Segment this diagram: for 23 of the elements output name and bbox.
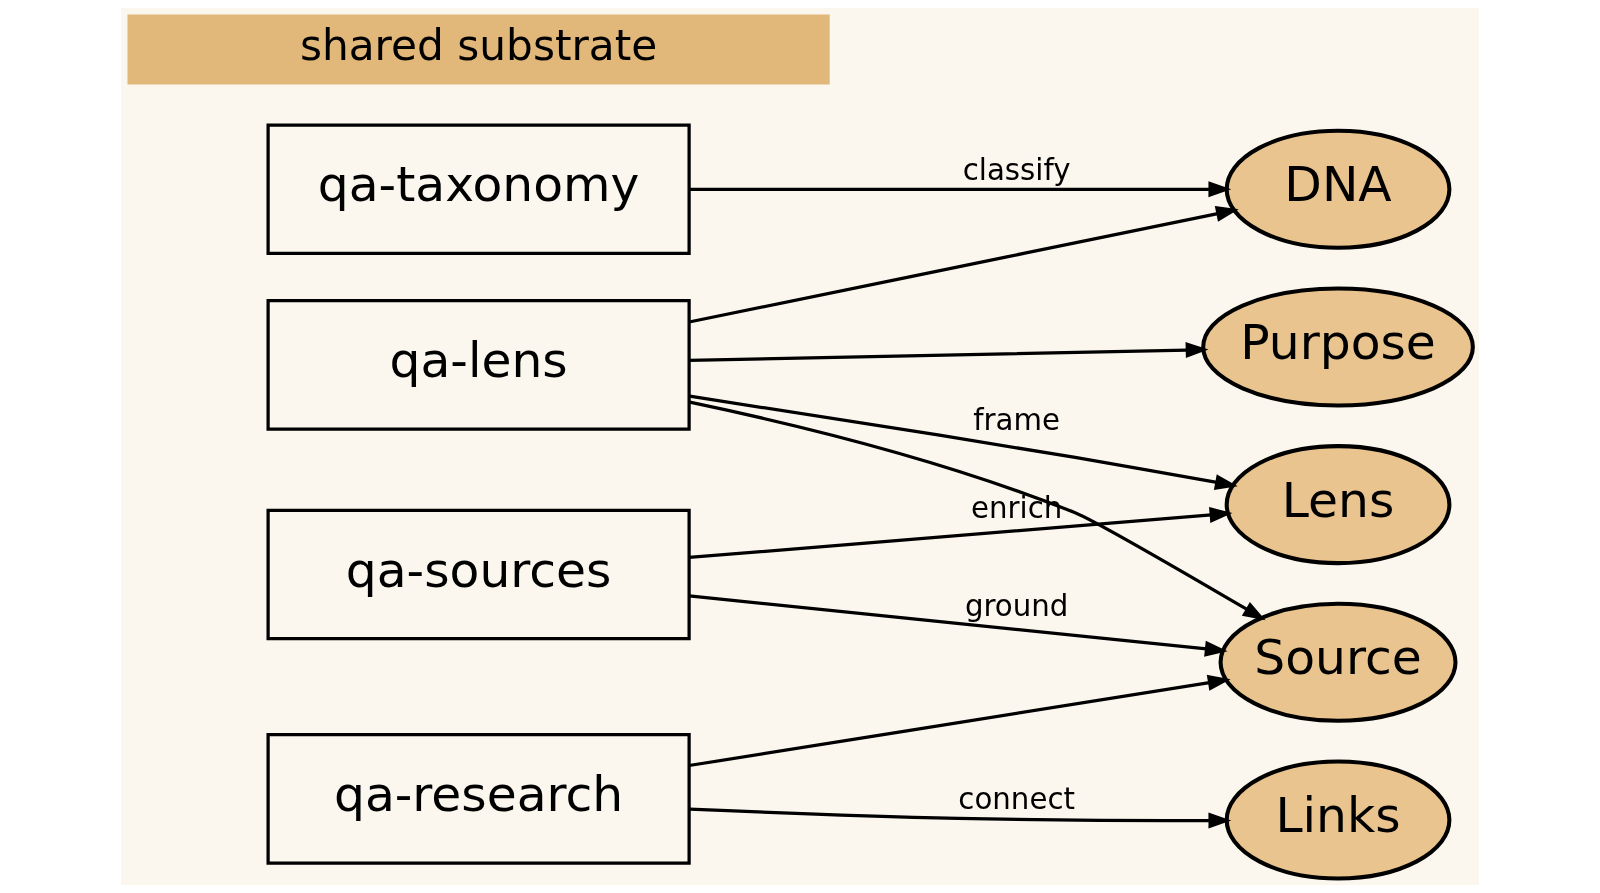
node-box: qa-lens [266, 299, 691, 431]
edge-label: enrich [970, 491, 1063, 526]
arrow [689, 400, 1266, 621]
node-ellipse: Purpose [1201, 286, 1475, 408]
node-box: qa-taxonomy [266, 123, 691, 256]
node-ellipse: Links [1224, 759, 1452, 881]
node-box: qa-research [266, 733, 691, 865]
arrow [689, 507, 1233, 560]
arrow [689, 342, 1209, 363]
arrow [689, 394, 1238, 490]
edge-label: classify [962, 153, 1071, 188]
arrow [688, 674, 1231, 768]
node-ellipse: Lens [1224, 444, 1452, 566]
node-box: qa-sources [266, 508, 691, 641]
arrow [688, 206, 1239, 324]
node-ellipse: DNA [1224, 128, 1452, 250]
arrow [689, 181, 1232, 198]
node-box: shared substrate [127, 14, 830, 85]
edge-label: connect [958, 782, 1075, 817]
edge-label: ground [964, 588, 1069, 623]
edge-label: frame [973, 403, 1061, 438]
arrow [689, 807, 1232, 829]
arrow [688, 594, 1228, 657]
